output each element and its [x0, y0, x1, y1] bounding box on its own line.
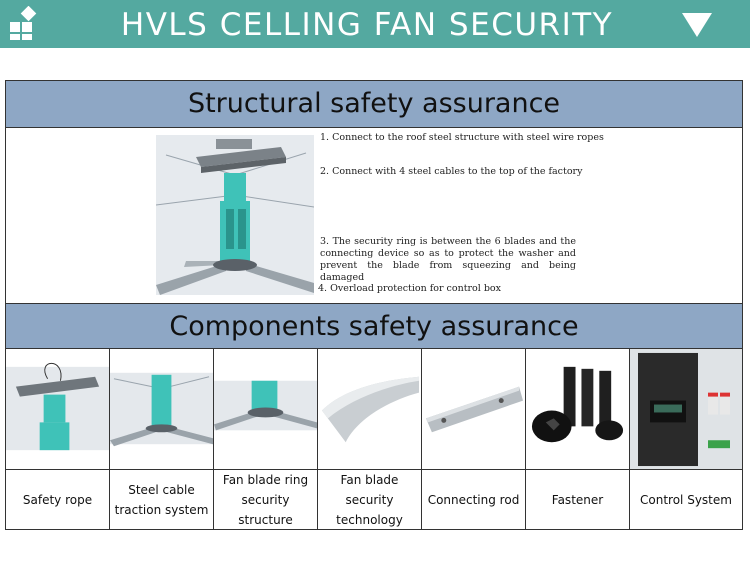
component-label: Fan blade ring security structure	[222, 472, 309, 527]
steel-cable-image	[110, 349, 213, 470]
components-grid: Safety rope Steel cable traction system	[6, 349, 742, 529]
component-label: Steel cable traction system	[114, 482, 209, 517]
connecting-rod-image	[422, 349, 525, 470]
component-safety-rope: Safety rope	[6, 349, 110, 529]
component-label: Safety rope	[22, 492, 93, 507]
header-banner: HVLS CELLING FAN SECURITY	[0, 0, 750, 48]
fastener-image	[526, 349, 629, 470]
component-steel-cable: Steel cable traction system	[110, 349, 214, 529]
structural-note-3: 3. The security ring is between the 6 bl…	[320, 236, 576, 283]
safety-rope-image	[6, 349, 109, 470]
structural-section: 1. Connect to the roof steel structure w…	[6, 128, 742, 303]
control-box-image	[630, 349, 742, 470]
blade-image	[318, 349, 421, 470]
component-label: Fan blade security technology	[336, 472, 403, 527]
component-fastener: Fastener	[526, 349, 630, 529]
structural-note-2: 2. Connect with 4 steel cables to the to…	[320, 166, 583, 177]
down-triangle-icon[interactable]	[681, 12, 713, 38]
structural-note-1: 1. Connect to the roof steel structure w…	[320, 132, 604, 143]
component-label: Connecting rod	[427, 492, 520, 507]
component-control-system: Control System	[630, 349, 742, 529]
page-title: HVLS CELLING FAN SECURITY	[120, 7, 614, 43]
component-blade-tech: Fan blade security technology	[318, 349, 422, 529]
components-section-title: Components safety assurance	[6, 303, 742, 349]
component-connecting-rod: Connecting rod	[422, 349, 526, 529]
component-blade-ring: Fan blade ring security structure	[214, 349, 318, 529]
blade-ring-image	[214, 349, 317, 470]
structural-section-title: Structural safety assurance	[6, 81, 742, 128]
component-label: Fastener	[551, 492, 604, 507]
component-label: Control System	[640, 492, 732, 507]
safety-table: Structural safety assurance	[5, 80, 743, 530]
four-squares-logo-icon	[10, 6, 44, 40]
structural-note-4: 4. Overload protection for control box	[318, 283, 501, 294]
fan-mount-illustration	[156, 135, 314, 295]
